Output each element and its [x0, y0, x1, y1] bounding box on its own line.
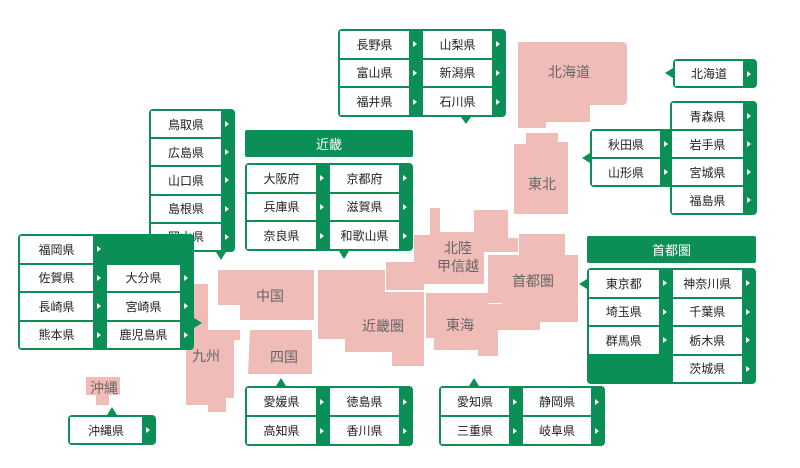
prefecture-button-nagano[interactable]: 長野県	[340, 31, 421, 58]
tohoku-left-panel: 秋田県 山形県	[590, 129, 674, 187]
region-label-chugoku: 中国	[256, 289, 284, 305]
prefecture-button-tokushima[interactable]: 徳島県	[330, 388, 411, 415]
prefecture-button-yamanashi[interactable]: 山梨県	[423, 31, 504, 58]
prefecture-button-gifu[interactable]: 岐阜県	[523, 417, 603, 444]
hokkaido-panel-pointer	[665, 68, 673, 78]
panel-spacer	[107, 236, 192, 263]
kinki-panel-title: 近畿	[245, 130, 413, 157]
prefecture-button-wakayama[interactable]: 和歌山県	[330, 222, 411, 249]
prefecture-button-shimane[interactable]: 島根県	[151, 195, 233, 222]
shikoku-prefecture-panel: 愛媛県 徳島県 高知県 香川県	[245, 386, 413, 446]
tokai-panel-pointer	[469, 378, 479, 386]
chugoku-panel-pointer	[216, 252, 226, 260]
prefecture-button-chiba[interactable]: 千葉県	[672, 298, 754, 325]
prefecture-button-ibaraki[interactable]: 茨城県	[672, 355, 754, 382]
prefecture-button-kagawa[interactable]: 香川県	[330, 417, 411, 444]
prefecture-button-hyogo[interactable]: 兵庫県	[247, 193, 328, 221]
prefecture-button-fukuoka[interactable]: 福岡県	[20, 236, 105, 263]
prefecture-button-nagasaki[interactable]: 長崎県	[20, 293, 105, 320]
prefecture-button-saga[interactable]: 佐賀県	[20, 264, 105, 291]
hokuriku-prefecture-panel: 長野県 山梨県 富山県 新潟県 福井県 石川県	[338, 29, 506, 117]
chugoku-prefecture-panel: 鳥取県 広島県 山口県 島根県 岡山県	[149, 109, 235, 252]
prefecture-button-tottori[interactable]: 鳥取県	[151, 111, 233, 138]
hokkaido-prefecture-panel: 北海道	[673, 59, 757, 88]
kyushu-region	[186, 284, 240, 412]
hokkaido-region	[518, 42, 627, 128]
prefecture-button-yamaguchi[interactable]: 山口県	[151, 167, 233, 194]
region-label-kinki: 近畿圏	[362, 319, 404, 335]
shutoken-prefecture-panel: 東京都 神奈川県 埼玉県 千葉県 群馬県 栃木県 茨城県	[587, 268, 756, 384]
prefecture-button-kumamoto[interactable]: 熊本県	[20, 321, 105, 348]
kyushu-panel-pointer	[194, 318, 202, 328]
prefecture-button-toyama[interactable]: 富山県	[340, 59, 421, 87]
prefecture-button-kochi[interactable]: 高知県	[247, 417, 328, 444]
prefecture-button-saitama[interactable]: 埼玉県	[589, 298, 671, 325]
shutoken-panel-pointer	[579, 279, 587, 289]
prefecture-button-ishikawa[interactable]: 石川県	[423, 88, 504, 115]
prefecture-button-ehime[interactable]: 愛媛県	[247, 388, 328, 415]
prefecture-button-akita[interactable]: 秋田県	[592, 131, 672, 157]
hokuriku-panel-pointer	[461, 117, 471, 124]
prefecture-button-miyazaki[interactable]: 宮崎県	[107, 293, 192, 320]
prefecture-button-iwate[interactable]: 岩手県	[672, 131, 755, 157]
region-label-shikoku: 四国	[270, 350, 298, 366]
region-label-okinawa: 沖縄	[90, 381, 118, 397]
hokuriku-region	[386, 208, 518, 290]
prefecture-button-miyagi[interactable]: 宮城県	[672, 159, 755, 185]
region-label-hokkaido: 北海道	[548, 65, 590, 81]
tokai-prefecture-panel: 愛知県 静岡県 三重県 岐阜県	[439, 386, 605, 446]
prefecture-button-nara[interactable]: 奈良県	[247, 222, 328, 249]
kinki-region	[318, 270, 424, 366]
prefecture-button-fukushima[interactable]: 福島県	[672, 187, 755, 213]
tohoku-panel-pointer	[582, 153, 590, 163]
kyushu-prefecture-panel: 福岡県 佐賀県 大分県 長崎県 宮崎県 熊本県 鹿児島県	[18, 234, 194, 350]
tohoku-right-panel: 青森県 岩手県 宮城県 福島県	[670, 101, 757, 215]
tohoku-region	[514, 133, 568, 214]
prefecture-button-kyoto[interactable]: 京都府	[330, 165, 411, 192]
prefecture-button-okinawa[interactable]: 沖縄県	[70, 417, 154, 443]
panel-spacer	[589, 355, 671, 382]
tokai-region	[426, 293, 502, 356]
okinawa-region	[86, 377, 120, 405]
prefecture-button-niigata[interactable]: 新潟県	[423, 59, 504, 87]
region-label-hokuriku: 北陸 甲信越	[437, 241, 479, 275]
shikoku-panel-pointer	[276, 378, 286, 386]
region-label-shutoken: 首都圏	[512, 274, 554, 290]
region-label-kyushu: 九州	[192, 349, 220, 365]
prefecture-button-aomori[interactable]: 青森県	[672, 103, 755, 129]
prefecture-button-oita[interactable]: 大分県	[107, 264, 192, 291]
okinawa-prefecture-panel: 沖縄県	[68, 415, 156, 445]
prefecture-button-shiga[interactable]: 滋賀県	[330, 193, 411, 221]
prefecture-button-osaka[interactable]: 大阪府	[247, 165, 328, 192]
shikoku-region	[248, 330, 312, 374]
prefecture-button-shizuoka[interactable]: 静岡県	[523, 388, 603, 415]
prefecture-button-aichi[interactable]: 愛知県	[441, 388, 521, 415]
shutoken-panel-title: 首都圏	[587, 236, 756, 263]
prefecture-button-fukui[interactable]: 福井県	[340, 88, 421, 115]
shutoken-region	[488, 234, 578, 330]
prefecture-button-kagoshima[interactable]: 鹿児島県	[107, 321, 192, 348]
prefecture-button-tochigi[interactable]: 栃木県	[672, 327, 754, 354]
prefecture-button-yamagata[interactable]: 山形県	[592, 159, 672, 185]
chugoku-region	[218, 270, 314, 320]
kinki-prefecture-panel: 大阪府 京都府 兵庫県 滋賀県 奈良県 和歌山県	[245, 163, 413, 251]
prefecture-button-hiroshima[interactable]: 広島県	[151, 139, 233, 166]
prefecture-button-mie[interactable]: 三重県	[441, 417, 521, 444]
region-label-tokai: 東海	[446, 318, 474, 334]
prefecture-button-gunma[interactable]: 群馬県	[589, 327, 671, 354]
kinki-panel-pointer	[339, 251, 349, 259]
prefecture-button-tokyo[interactable]: 東京都	[589, 270, 671, 297]
okinawa-panel-pointer	[107, 407, 117, 415]
region-label-tohoku: 東北	[528, 177, 556, 193]
prefecture-button-hokkaido[interactable]: 北海道	[675, 61, 755, 86]
prefecture-button-kanagawa[interactable]: 神奈川県	[672, 270, 754, 297]
